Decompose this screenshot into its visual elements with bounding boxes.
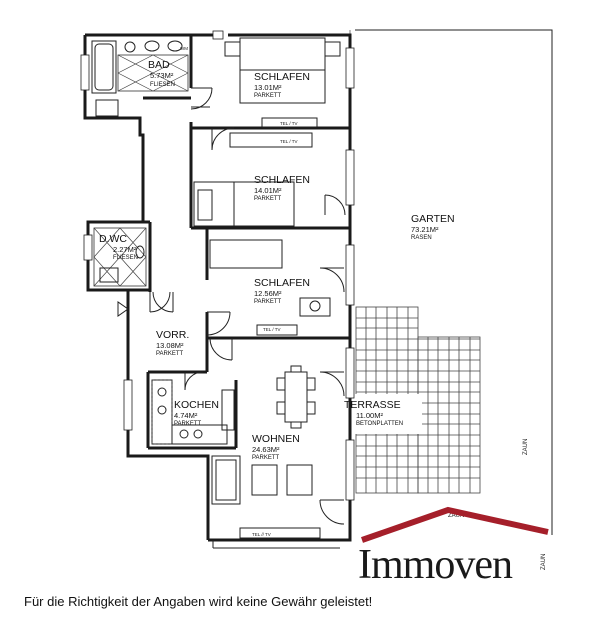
garden-fence	[349, 29, 553, 540]
room-label-wohnen: WOHNEN 24.63M² PARKETT	[252, 433, 300, 461]
svg-text:13.01M²: 13.01M²	[254, 83, 282, 92]
disclaimer-text: Für die Richtigkeit der Angaben wird kei…	[24, 594, 373, 609]
wc-fixtures	[93, 227, 147, 287]
svg-text:FLIESEN: FLIESEN	[150, 82, 175, 88]
svg-text:4.74M²: 4.74M²	[174, 411, 198, 420]
immoven-logo: Immoven	[358, 506, 549, 588]
svg-text:PARKETT: PARKETT	[252, 455, 280, 461]
tel-tv-label: TEL / TV	[263, 327, 281, 332]
bedroom2-furniture	[193, 132, 313, 227]
bathroom-fixtures	[91, 40, 189, 117]
svg-text:PARKETT: PARKETT	[254, 196, 282, 202]
kitchen-fixtures	[151, 379, 235, 445]
logo-roof-icon	[361, 506, 549, 543]
svg-text:SCHLAFEN: SCHLAFEN	[254, 71, 310, 83]
room-label-terrasse: TERRASSE 11.00M² BETONPLATTEN	[344, 399, 403, 427]
svg-text:2.27M²: 2.27M²	[113, 245, 137, 254]
svg-text:BETONPLATTEN: BETONPLATTEN	[356, 421, 403, 427]
room-label-schlafen-1: SCHLAFEN 13.01M² PARKETT	[254, 71, 310, 99]
svg-text:RASEN: RASEN	[411, 235, 432, 241]
room-label-schlafen-3: SCHLAFEN 12.56M² PARKETT	[254, 277, 310, 305]
svg-text:24.63M²: 24.63M²	[252, 445, 280, 454]
living-room-furniture	[211, 365, 321, 539]
svg-text:12.56M²: 12.56M²	[254, 289, 282, 298]
windows	[80, 30, 355, 501]
room-label-vorr: VORR. 13.08M² PARKETT	[156, 329, 189, 357]
svg-text:WOHNEN: WOHNEN	[252, 433, 300, 445]
tel-tv-label: TEL // TV	[252, 532, 271, 537]
svg-text:PARKETT: PARKETT	[156, 351, 184, 357]
svg-text:BAD: BAD	[148, 59, 170, 71]
bedroom1-furniture	[224, 37, 341, 128]
interior-walls	[128, 35, 350, 450]
svg-text:73.21M²: 73.21M²	[411, 225, 439, 234]
svg-text:TERRASSE: TERRASSE	[344, 399, 401, 411]
room-label-schlafen-2: SCHLAFEN 14.01M² PARKETT	[254, 174, 310, 202]
svg-text:PARKETT: PARKETT	[254, 299, 282, 305]
svg-text:SCHLAFEN: SCHLAFEN	[254, 174, 310, 186]
room-label-bad: BAD 5.73M² FLIESEN	[148, 59, 175, 88]
fence-label-bottom: ZAUN	[448, 513, 464, 519]
outlet-labels: TEL / TV TEL / TV TEL / TV TEL // TV WM	[180, 46, 298, 537]
logo-text: Immoven	[358, 542, 513, 588]
fence-label-right: ZAUN	[523, 439, 529, 455]
doors	[149, 87, 346, 525]
svg-text:FLIESEN: FLIESEN	[113, 255, 138, 261]
wm-label: WM	[180, 46, 188, 51]
svg-text:5.73M²: 5.73M²	[150, 71, 174, 80]
svg-text:13.08M²: 13.08M²	[156, 341, 184, 350]
svg-text:GARTEN: GARTEN	[411, 213, 455, 225]
svg-text:14.01M²: 14.01M²	[254, 186, 282, 195]
room-label-garten: GARTEN 73.21M² RASEN	[411, 213, 455, 241]
svg-text:SCHLAFEN: SCHLAFEN	[254, 277, 310, 289]
svg-text:KOCHEN: KOCHEN	[174, 399, 219, 411]
room-label-dwc: D.WC 2.27M² FLIESEN	[99, 233, 138, 261]
room-label-kochen: KOCHEN 4.74M² PARKETT	[174, 399, 219, 427]
svg-text:PARKETT: PARKETT	[254, 93, 282, 99]
entry-arrow-icon	[117, 301, 129, 317]
svg-text:VORR.: VORR.	[156, 329, 189, 341]
bedroom3-furniture	[209, 239, 331, 336]
svg-text:D.WC: D.WC	[99, 233, 127, 245]
tel-tv-label: TEL / TV	[280, 139, 298, 144]
svg-text:PARKETT: PARKETT	[174, 421, 202, 427]
tel-tv-label: TEL / TV	[280, 121, 298, 126]
exterior-walls	[83, 33, 352, 549]
fence-label-corner: ZAUN	[541, 554, 547, 570]
terrace-tiles	[340, 306, 481, 494]
svg-text:11.00M²: 11.00M²	[356, 411, 383, 420]
